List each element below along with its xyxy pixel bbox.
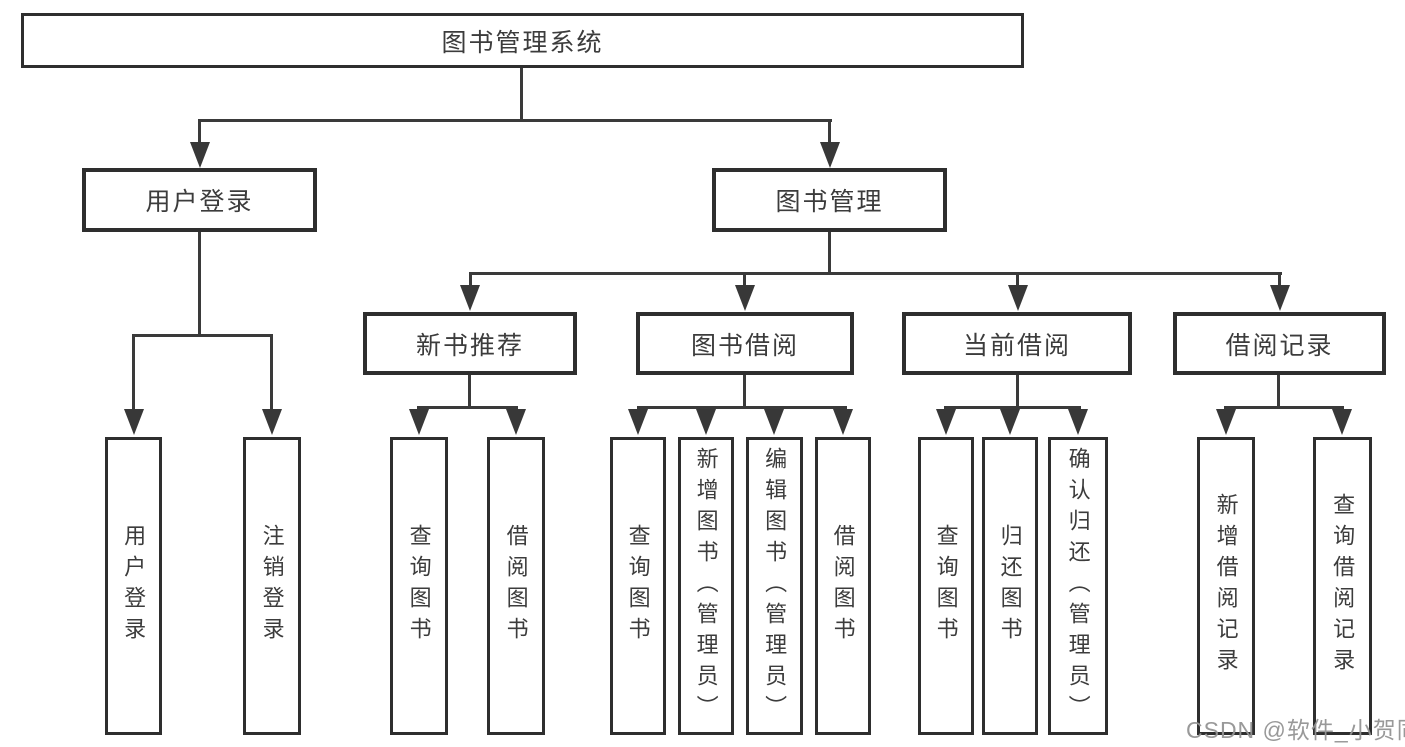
- leaf-add-borrow-record: 新增借阅记录: [1197, 437, 1255, 735]
- leaf-query-borrow-record: 查询借阅记录: [1313, 437, 1372, 735]
- connector-line: [944, 406, 1081, 409]
- arrow-down-icon: [764, 409, 784, 435]
- node-label: 当前借阅: [962, 331, 1071, 360]
- node-label: 用户登录: [145, 188, 254, 216]
- connector-line: [1278, 272, 1281, 287]
- leaf-label: 编辑图书（管理员）: [762, 446, 788, 726]
- node-book-borrowing: 图书借阅: [636, 312, 854, 375]
- leaf-label: 新增借阅记录: [1213, 493, 1239, 679]
- leaf-label: 新增图书（管理员）: [693, 446, 719, 726]
- arrow-down-icon: [696, 409, 716, 435]
- arrow-down-icon: [936, 409, 956, 435]
- leaf-add-books-admin: 新增图书（管理员）: [678, 437, 734, 735]
- arrow-down-icon: [820, 142, 840, 168]
- arrow-down-icon: [1008, 285, 1028, 311]
- node-new-book-recommend: 新书推荐: [363, 312, 577, 375]
- node-current-borrowing: 当前借阅: [902, 312, 1132, 375]
- arrow-down-icon: [190, 142, 210, 168]
- arrow-down-icon: [735, 285, 755, 311]
- connector-line: [1277, 375, 1280, 408]
- leaf-label: 借阅图书: [503, 524, 529, 648]
- node-label: 图书管理系统: [441, 28, 604, 57]
- connector-line: [132, 334, 135, 410]
- connector-line: [828, 119, 831, 145]
- leaf-return-books: 归还图书: [982, 437, 1038, 735]
- csdn-watermark: CSDN @软件_小贺同学: [1186, 717, 1405, 743]
- node-label: 借阅记录: [1225, 331, 1334, 360]
- connector-line: [270, 334, 273, 410]
- arrow-down-icon: [506, 409, 526, 435]
- connector-line: [469, 272, 1282, 275]
- arrow-down-icon: [409, 409, 429, 435]
- connector-line: [132, 334, 273, 337]
- leaf-label: 查询图书: [406, 524, 432, 648]
- leaf-edit-books-admin: 编辑图书（管理员）: [746, 437, 803, 735]
- leaf-label: 用户登录: [121, 524, 147, 648]
- arrow-down-icon: [1270, 285, 1290, 311]
- connector-line: [469, 272, 472, 287]
- connector-line: [198, 119, 832, 122]
- leaf-query-books: 查询图书: [610, 437, 666, 735]
- connector-line: [198, 232, 201, 336]
- arrow-down-icon: [262, 409, 282, 435]
- arrow-down-icon: [124, 409, 144, 435]
- node-user-login: 用户登录: [82, 168, 317, 232]
- node-label: 图书管理: [775, 188, 884, 216]
- leaf-label: 查询图书: [625, 524, 651, 648]
- connector-line: [637, 406, 847, 409]
- leaf-label: 查询图书: [933, 524, 959, 648]
- leaf-query-books: 查询图书: [390, 437, 448, 735]
- leaf-label: 注销登录: [259, 524, 285, 648]
- connector-line: [417, 406, 518, 409]
- arrow-down-icon: [628, 409, 648, 435]
- arrow-down-icon: [1332, 409, 1352, 435]
- leaf-borrow-books: 借阅图书: [815, 437, 871, 735]
- arrow-down-icon: [1000, 409, 1020, 435]
- connector-line: [198, 119, 201, 145]
- connector-line: [743, 272, 746, 287]
- connector-line: [520, 68, 523, 120]
- connector-line: [1224, 406, 1344, 409]
- leaf-label: 确认归还（管理员）: [1065, 446, 1091, 726]
- connector-line: [468, 375, 471, 408]
- node-label: 图书借阅: [690, 331, 799, 360]
- node-borrowing-records: 借阅记录: [1173, 312, 1386, 375]
- connector-line: [828, 232, 831, 274]
- arrow-down-icon: [1216, 409, 1236, 435]
- leaf-query-books: 查询图书: [918, 437, 974, 735]
- leaf-logout: 注销登录: [243, 437, 301, 735]
- leaf-label: 借阅图书: [830, 524, 856, 648]
- connector-line: [743, 375, 746, 408]
- arrow-down-icon: [1068, 409, 1088, 435]
- arrow-down-icon: [460, 285, 480, 311]
- node-book-management: 图书管理: [712, 168, 947, 232]
- connector-line: [1016, 375, 1019, 408]
- connector-line: [1016, 272, 1019, 287]
- arrow-down-icon: [833, 409, 853, 435]
- leaf-user-login: 用户登录: [105, 437, 162, 735]
- node-root-system: 图书管理系统: [21, 13, 1024, 68]
- leaf-borrow-books: 借阅图书: [487, 437, 545, 735]
- leaf-label: 查询借阅记录: [1330, 493, 1356, 679]
- node-label: 新书推荐: [415, 331, 524, 360]
- leaf-confirm-return-admin: 确认归还（管理员）: [1048, 437, 1108, 735]
- leaf-label: 归还图书: [997, 524, 1023, 648]
